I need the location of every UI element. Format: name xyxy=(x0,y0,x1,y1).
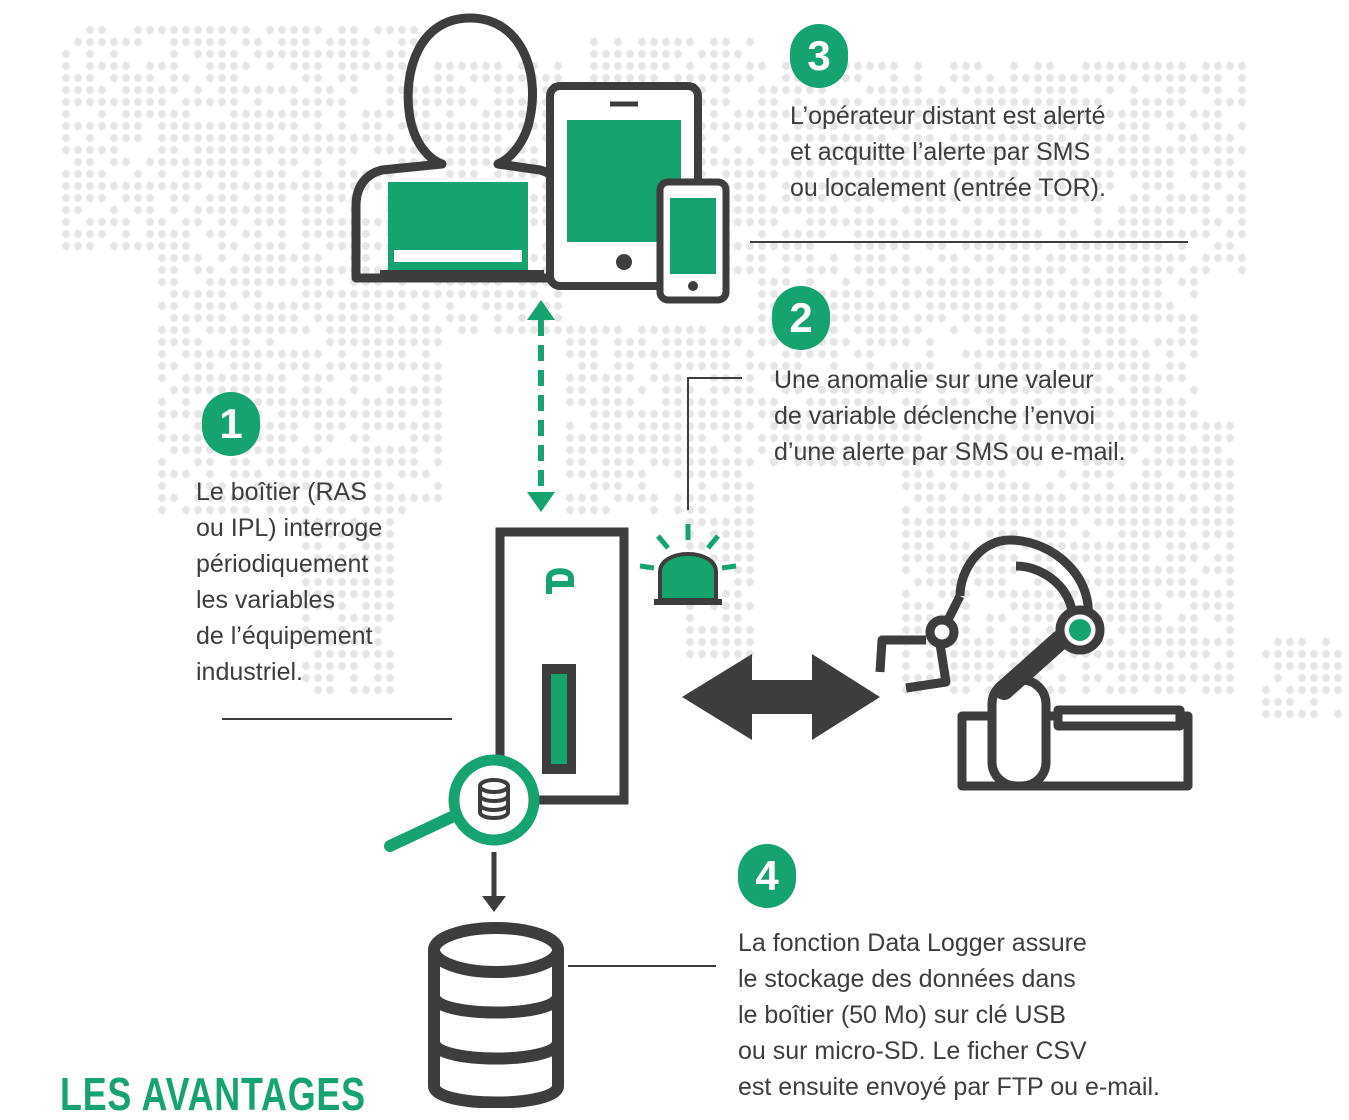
step-1-text: Le boîtier (RAS ou IPL) interroge périod… xyxy=(196,478,383,686)
magnifier-database-icon xyxy=(384,754,540,852)
step-4-text: La fonction Data Logger assure le stocka… xyxy=(738,929,1160,1101)
step-2-connector xyxy=(687,377,742,510)
world-map-dots xyxy=(62,26,1342,718)
section-title: LES AVANTAGES xyxy=(60,1068,366,1120)
robot-joint-accent xyxy=(1069,619,1091,641)
communication-arrow-icon xyxy=(527,300,555,512)
step-2-badge: 2 xyxy=(772,286,830,350)
alarm-beacon-icon xyxy=(639,524,737,605)
down-arrow-icon xyxy=(482,852,506,912)
step-4-badge: 4 xyxy=(738,844,796,908)
database-icon xyxy=(428,922,564,1108)
bidirectional-arrow-icon xyxy=(682,654,880,740)
user-laptop-icon xyxy=(351,13,571,283)
step-3-text: L’opérateur distant est alerté et acquit… xyxy=(790,102,1106,202)
smartphone-icon xyxy=(656,178,730,304)
robot-arm-icon xyxy=(875,535,1193,791)
step-2-text: Une anomalie sur une valeur de variable … xyxy=(774,366,1126,466)
laptop-keyboard xyxy=(394,250,522,262)
logger-box-icon xyxy=(495,527,629,805)
laptop-base xyxy=(380,270,544,280)
step-3-badge: 3 xyxy=(790,24,848,88)
step-1-badge: 1 xyxy=(202,392,260,456)
